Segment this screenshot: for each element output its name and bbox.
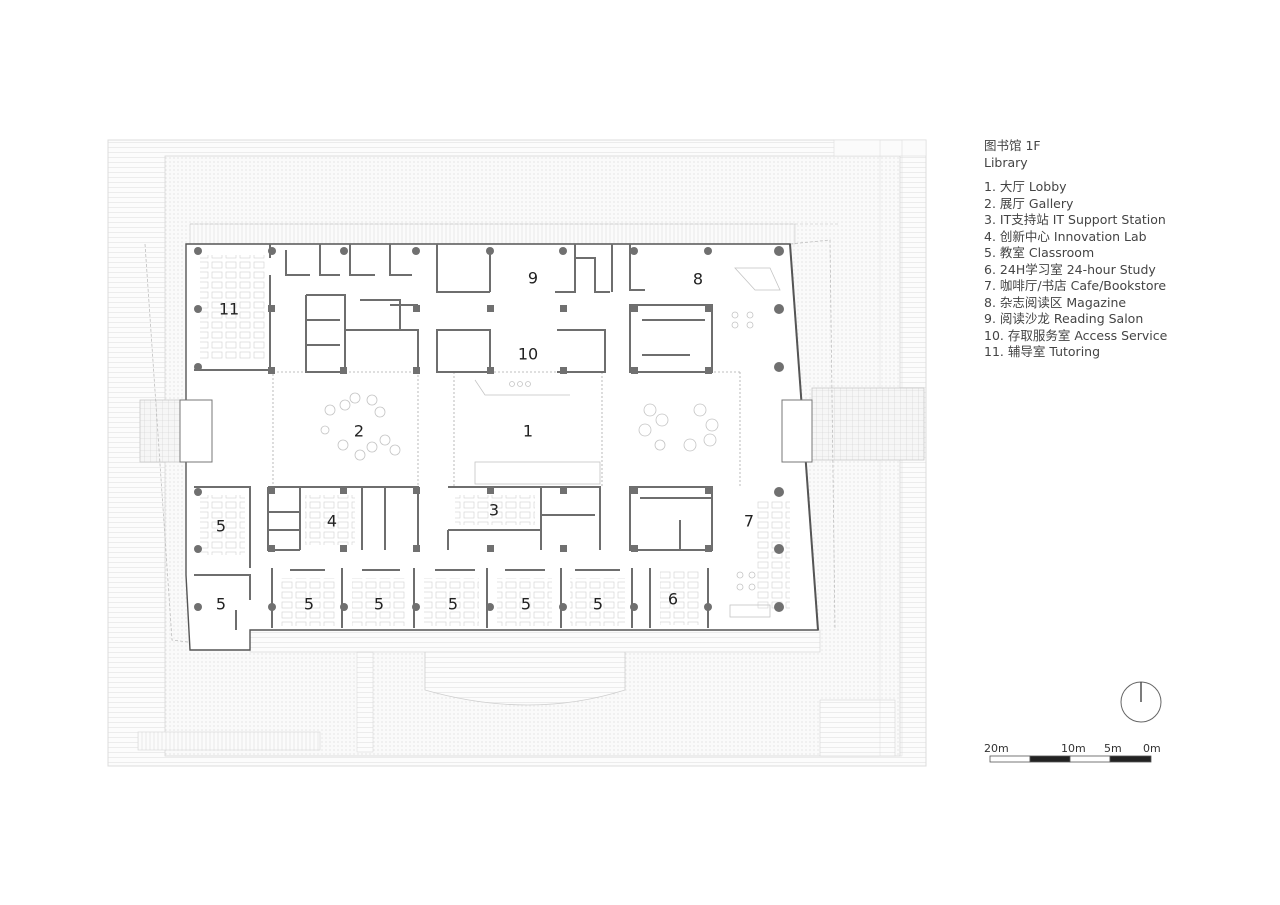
legend-item-label: 展厅 Gallery [999, 195, 1074, 211]
scale-label-0m: 0m [1143, 742, 1161, 755]
room-label: 5 [303, 594, 315, 614]
legend-item: 4. 创新中心 Innovation Lab [984, 229, 1167, 246]
legend-item-number: 8. [984, 294, 996, 310]
legend-item-label: IT支持站 IT Support Station [999, 212, 1166, 227]
legend-item-label: 大厅 Lobby [999, 179, 1067, 194]
legend-item: 8. 杂志阅读区 Magazine [984, 295, 1167, 312]
legend-item-label: 24H学习室 24-hour Study [999, 261, 1156, 277]
legend-item-label: 咖啡厅/书店 Cafe/Bookstore [999, 278, 1167, 293]
room-label: 2 [353, 421, 365, 441]
legend-title: 图书馆 1F [984, 138, 1041, 153]
north-arrow-icon [1120, 681, 1162, 723]
room-label: 5 [447, 594, 459, 614]
legend-item-number: 3. [984, 212, 996, 227]
room-label: 3 [488, 500, 500, 520]
legend-item-label: 存取服务室 Access Service [1007, 327, 1168, 343]
room-label: 11 [218, 299, 240, 319]
legend-item-number: 4. [984, 228, 996, 244]
room-label: 6 [667, 589, 679, 609]
legend-item: 5. 教室 Classroom [984, 245, 1167, 262]
scale-label-20m: 20m [984, 742, 1009, 755]
legend-item: 11. 辅导室 Tutoring [984, 344, 1167, 361]
legend-item: 2. 展厅 Gallery [984, 196, 1167, 213]
room-label: 7 [743, 511, 755, 531]
legend-item-label: 教室 Classroom [999, 245, 1095, 260]
legend-item: 9. 阅读沙龙 Reading Salon [984, 311, 1167, 328]
columns-round [194, 246, 784, 612]
legend-item: 7. 咖啡厅/书店 Cafe/Bookstore [984, 278, 1167, 295]
legend-item-number: 1. [984, 179, 996, 194]
scale-bar [989, 755, 1152, 763]
room-label: 9 [527, 268, 539, 288]
legend-item: 1. 大厅 Lobby [984, 179, 1167, 196]
furniture-desks [200, 255, 790, 626]
room-label: 10 [517, 344, 539, 364]
legend-item-number: 7. [984, 278, 996, 293]
legend-item-label: 阅读沙龙 Reading Salon [999, 311, 1144, 326]
legend-item-number: 6. [984, 261, 996, 277]
room-label: 5 [373, 594, 385, 614]
legend-item: 3. IT支持站 IT Support Station [984, 212, 1167, 229]
legend-item-number: 5. [984, 245, 996, 260]
room-label: 5 [215, 516, 227, 536]
legend-item: 10. 存取服务室 Access Service [984, 328, 1167, 345]
furniture-clusters [320, 267, 781, 618]
legend-item-label: 创新中心 Innovation Lab [999, 228, 1147, 244]
scale-label-10m: 10m [1061, 742, 1086, 755]
columns-square [268, 305, 712, 552]
legend-item-label: 辅导室 Tutoring [1007, 344, 1101, 359]
perimeter-walkway [139, 223, 925, 753]
legend-item-number: 11. [984, 344, 1004, 359]
room-label: 1 [522, 421, 534, 441]
room-label: 8 [692, 269, 704, 289]
legend-subtitle: Library [984, 154, 1028, 170]
entrances [179, 399, 813, 463]
legend-item: 6. 24H学习室 24-hour Study [984, 262, 1167, 279]
room-label: 5 [215, 594, 227, 614]
legend-item-label: 杂志阅读区 Magazine [999, 294, 1127, 310]
room-label: 4 [326, 511, 338, 531]
legend-item-number: 10. [984, 327, 1004, 343]
legend-item-number: 2. [984, 195, 996, 211]
legend-item-number: 9. [984, 311, 996, 326]
room-label: 5 [520, 594, 532, 614]
scale-label-5m: 5m [1104, 742, 1122, 755]
room-label: 5 [592, 594, 604, 614]
